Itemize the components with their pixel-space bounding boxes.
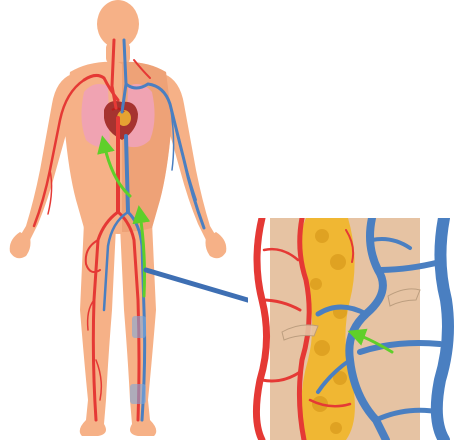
zoomed-vein-panel <box>248 218 457 440</box>
body-silhouette <box>10 0 227 436</box>
